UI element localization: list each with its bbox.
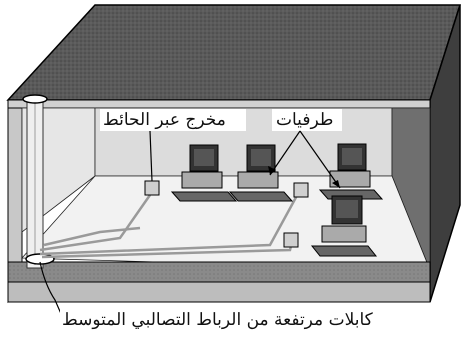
- arrowhead: [332, 180, 340, 188]
- wall-outlet-label: مخرج عبر الحائط: [103, 110, 226, 130]
- raised-cables-label: كابلات مرتفعة من الرباط التصالبي المتوسط: [62, 310, 373, 330]
- floor-slab-edge: [7, 261, 431, 283]
- wall-outlet-icon: [144, 180, 160, 196]
- arrowhead: [268, 166, 276, 175]
- front-top-strip: [7, 99, 431, 109]
- label-bg-cable: [60, 308, 412, 334]
- computer-terminal-icon: [310, 195, 378, 257]
- label-bg-wall: [100, 109, 246, 131]
- label-bg-term: [272, 109, 342, 131]
- computer-terminal-icon: [170, 144, 238, 202]
- terminals-label: طرفيات: [276, 110, 334, 130]
- riser-top-hole: [22, 94, 48, 104]
- wall-outlet-icon: [283, 232, 299, 248]
- computer-terminal-icon: [228, 144, 294, 202]
- wall-outlet-icon: [293, 182, 309, 198]
- floor-slab-lower: [7, 281, 431, 303]
- top-slab: [6, 4, 462, 101]
- leader-lines: [39, 130, 341, 317]
